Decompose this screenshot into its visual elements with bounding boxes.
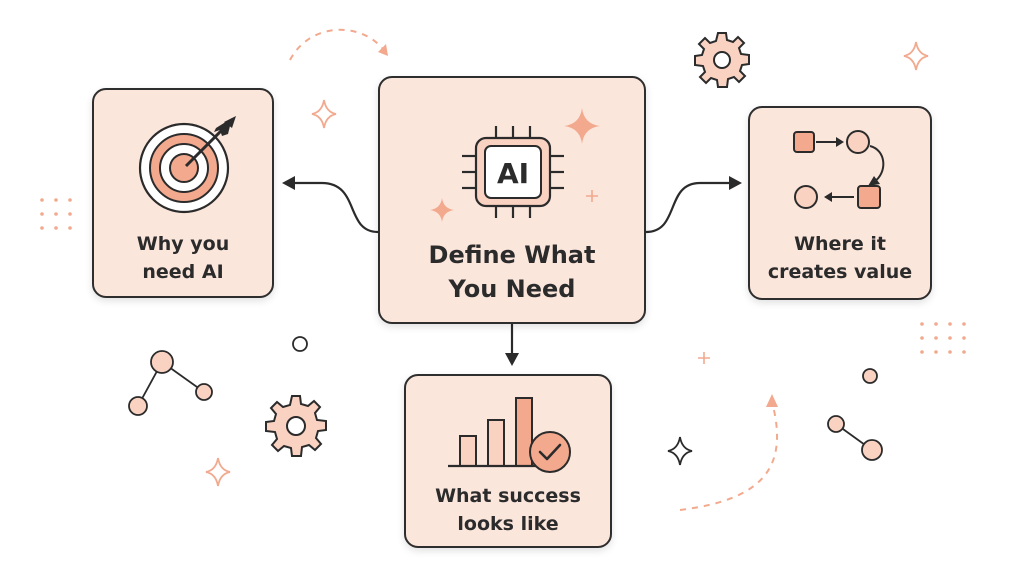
chip-text: AI	[497, 157, 529, 190]
card-label-why: Why you need AI	[136, 233, 230, 283]
sparkle-icon	[667, 436, 693, 466]
dot-decoration	[292, 336, 308, 352]
sparkle-icon	[311, 99, 337, 129]
sparkle-icon	[430, 198, 454, 222]
card-label-where: Where it creates value	[767, 233, 913, 283]
dot-grid-right	[920, 322, 966, 354]
card-where-it-creates-value: Where it creates value	[748, 106, 932, 300]
node-graph-icon	[827, 368, 883, 461]
gear-icon	[265, 395, 327, 457]
plus-icon	[698, 352, 710, 364]
dot-grid-left	[40, 198, 72, 230]
target-arrow-icon	[138, 116, 236, 214]
dashed-arc-top	[289, 28, 388, 61]
dashed-arc-bottom-right	[679, 394, 778, 511]
gear-icon	[694, 32, 750, 88]
card-what-success-looks-like: What success looks like	[404, 374, 612, 548]
flow-process-icon	[793, 130, 885, 209]
card-label-success: What success looks like	[435, 485, 581, 535]
node-graph-icon	[128, 350, 213, 416]
sparkle-icon	[564, 108, 600, 144]
ai-chip-icon: AI	[462, 126, 564, 218]
connector-center-to-left	[282, 176, 379, 234]
connector-center-to-right	[645, 176, 742, 234]
bar-chart-check-icon	[448, 397, 571, 473]
card-define-what-you-need: AI Define What You Need	[378, 76, 646, 324]
card-why-you-need-ai: Why you need AI	[92, 88, 274, 298]
sparkle-icon	[903, 41, 929, 71]
connector-center-to-bottom	[505, 324, 519, 366]
plus-icon	[586, 190, 598, 202]
sparkle-icon	[205, 457, 231, 487]
card-label-define: Define What You Need	[428, 241, 596, 303]
